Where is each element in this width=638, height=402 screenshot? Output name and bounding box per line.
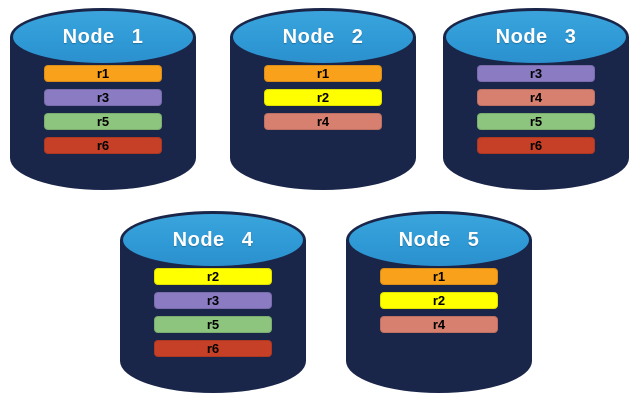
replica-bar-r6: r6	[44, 137, 162, 154]
replica-label: r1	[432, 269, 446, 284]
replica-label: r2	[316, 90, 330, 105]
node-title: Node 4	[172, 228, 254, 251]
replica-bar-r1: r1	[264, 65, 382, 82]
replica-list: r1 r2 r4	[380, 268, 498, 340]
node-title: Node 1	[62, 25, 144, 48]
cylinder-top: Node 2	[230, 8, 416, 66]
replica-bar-r6: r6	[477, 137, 595, 154]
node-title: Node 2	[282, 25, 364, 48]
replica-bar-r2: r2	[380, 292, 498, 309]
db-node-2: Node 2 r1 r2 r4	[230, 8, 416, 190]
replica-label: r5	[96, 114, 110, 129]
replica-label: r4	[316, 114, 330, 129]
replica-label: r1	[96, 66, 110, 81]
replica-bar-r4: r4	[264, 113, 382, 130]
replica-bar-r1: r1	[380, 268, 498, 285]
replica-label: r2	[206, 269, 220, 284]
replica-bar-r2: r2	[154, 268, 272, 285]
cylinder-top: Node 3	[443, 8, 629, 66]
replica-bar-r6: r6	[154, 340, 272, 357]
replica-label: r5	[206, 317, 220, 332]
replica-label: r5	[529, 114, 543, 129]
replica-list: r1 r3 r5 r6	[44, 65, 162, 161]
replica-bar-r2: r2	[264, 89, 382, 106]
cylinder-top: Node 4	[120, 211, 306, 269]
replica-bar-r4: r4	[477, 89, 595, 106]
replica-label: r6	[206, 341, 220, 356]
replica-bar-r3: r3	[44, 89, 162, 106]
replica-label: r1	[316, 66, 330, 81]
db-node-1: Node 1 r1 r3 r5 r6	[10, 8, 196, 190]
replica-label: r3	[529, 66, 543, 81]
replica-list: r3 r4 r5 r6	[477, 65, 595, 161]
node-title: Node 3	[495, 25, 577, 48]
replica-bar-r3: r3	[477, 65, 595, 82]
cylinder-top: Node 5	[346, 211, 532, 269]
replica-label: r4	[432, 317, 446, 332]
replica-list: r1 r2 r4	[264, 65, 382, 137]
replica-label: r3	[206, 293, 220, 308]
node-title: Node 5	[398, 228, 480, 251]
replica-list: r2 r3 r5 r6	[154, 268, 272, 364]
db-node-3: Node 3 r3 r4 r5 r6	[443, 8, 629, 190]
replica-label: r6	[529, 138, 543, 153]
db-node-4: Node 4 r2 r3 r5 r6	[120, 211, 306, 393]
replica-bar-r4: r4	[380, 316, 498, 333]
replica-label: r6	[96, 138, 110, 153]
replica-label: r2	[432, 293, 446, 308]
cylinder-top: Node 1	[10, 8, 196, 66]
replica-bar-r5: r5	[154, 316, 272, 333]
replica-bar-r1: r1	[44, 65, 162, 82]
db-node-5: Node 5 r1 r2 r4	[346, 211, 532, 393]
replica-label: r3	[96, 90, 110, 105]
replica-bar-r3: r3	[154, 292, 272, 309]
replica-label: r4	[529, 90, 543, 105]
replica-bar-r5: r5	[477, 113, 595, 130]
replica-bar-r5: r5	[44, 113, 162, 130]
